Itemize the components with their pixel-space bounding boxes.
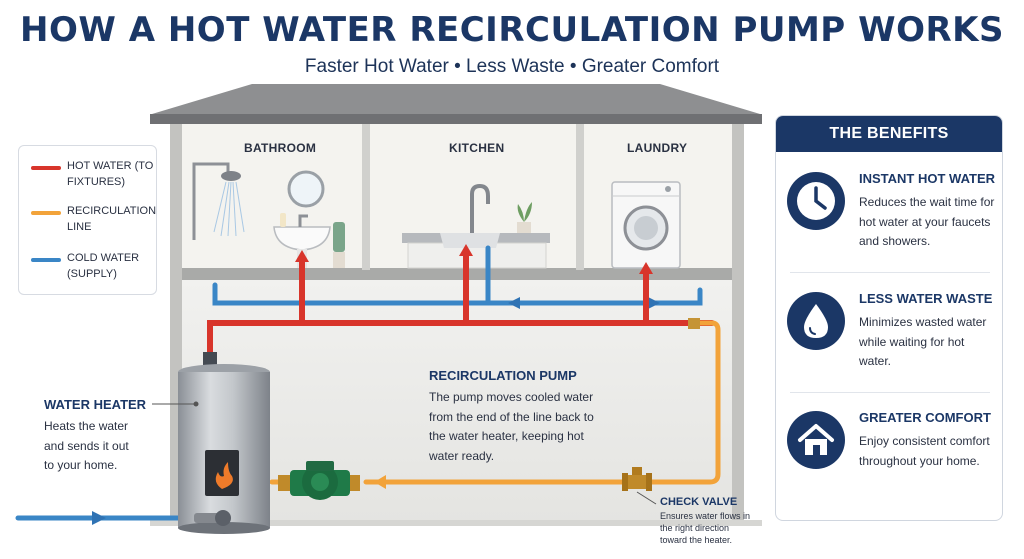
cold-inlet-arrow bbox=[92, 511, 106, 525]
valve-title: CHECK VALVE bbox=[660, 496, 738, 508]
ground bbox=[150, 520, 762, 526]
legend-label-hot: HOT WATER (TO FIXTURES) bbox=[67, 160, 154, 188]
clock-icon bbox=[787, 172, 845, 230]
hot-main-line bbox=[207, 320, 715, 365]
benefit-title: INSTANT HOT WATER bbox=[859, 171, 996, 186]
legend: HOT WATER (TO FIXTURES) RECIRCULATION LI… bbox=[18, 145, 157, 295]
callout-lines bbox=[152, 401, 657, 505]
water-drop-icon bbox=[787, 292, 845, 350]
shower-pipe bbox=[192, 162, 230, 240]
benefits-panel: THE BENEFITS INSTANT HOT WATER Reduces t… bbox=[775, 115, 1003, 521]
flame-icon bbox=[215, 462, 233, 489]
heater-flue bbox=[203, 352, 217, 366]
legend-swatch-recirc bbox=[31, 211, 61, 215]
floor-slab bbox=[170, 268, 744, 280]
kitchen-fixtures bbox=[402, 183, 550, 269]
cold-flow-arrow-1 bbox=[508, 297, 520, 309]
room-label-laundry: LAUNDRY bbox=[627, 141, 688, 155]
legend-swatch-cold bbox=[31, 258, 61, 262]
hot-arrow-laundry bbox=[639, 262, 653, 274]
kitchen-faucet bbox=[470, 183, 490, 233]
legend-swatch-hot bbox=[31, 166, 61, 170]
valve-description: Ensures water flows in the right directi… bbox=[660, 511, 751, 545]
room-label-kitchen: KITCHEN bbox=[449, 141, 505, 155]
recirculation-pump bbox=[278, 461, 360, 500]
partition-1 bbox=[362, 124, 370, 270]
benefit-less-water-waste: LESS WATER WASTE Minimizes wasted water … bbox=[776, 291, 1002, 391]
benefit-divider bbox=[790, 272, 990, 273]
benefit-divider bbox=[790, 392, 990, 393]
hot-arrow-bathroom bbox=[295, 250, 309, 262]
bathroom-faucet bbox=[298, 214, 308, 227]
benefits-header: THE BENEFITS bbox=[776, 116, 1002, 152]
cold-water-lines bbox=[15, 245, 703, 521]
kitchen-pot bbox=[517, 222, 531, 233]
check-valve bbox=[622, 467, 652, 491]
page-subtitle: Faster Hot Water • Less Waste • Greater … bbox=[304, 56, 720, 77]
heater-window bbox=[205, 450, 239, 496]
roof-edge bbox=[150, 114, 762, 124]
pump-title: RECIRCULATION PUMP bbox=[429, 368, 577, 383]
bathroom-fixtures bbox=[192, 162, 345, 268]
shower-spray bbox=[213, 181, 245, 237]
wall-right bbox=[732, 124, 744, 524]
home-icon bbox=[787, 411, 845, 469]
towel bbox=[333, 222, 345, 252]
heater-bottom bbox=[178, 522, 270, 534]
page-title: HOW A HOT WATER RECIRCULATION PUMP WORKS bbox=[20, 10, 1004, 50]
plant-pot bbox=[333, 252, 345, 268]
soap-bottle bbox=[280, 213, 286, 227]
heater-title: WATER HEATER bbox=[44, 397, 147, 412]
roof bbox=[152, 84, 760, 114]
benefit-instant-hot-water: INSTANT HOT WATER Reduces the wait time … bbox=[776, 171, 1002, 271]
kitchen-plant bbox=[517, 202, 532, 222]
hot-water-lines bbox=[207, 249, 715, 365]
benefit-description: Enjoy consistent comfort throughout your… bbox=[859, 434, 990, 468]
benefit-title: LESS WATER WASTE bbox=[859, 291, 993, 306]
heater-description: Heats the water and sends it out to your… bbox=[44, 419, 129, 472]
benefit-description: Minimizes wasted water while waiting for… bbox=[859, 315, 987, 368]
legend-label-recirc: RECIRCULATION LINE bbox=[67, 205, 157, 233]
bathroom-mirror bbox=[287, 170, 325, 208]
recirc-loop bbox=[363, 320, 721, 485]
kitchen-sink bbox=[440, 233, 500, 248]
benefit-greater-comfort: GREATER COMFORT Enjoy consistent comfort… bbox=[776, 410, 1002, 510]
cold-branch-line bbox=[212, 282, 703, 306]
recirc-arrow-right bbox=[374, 475, 386, 489]
hot-arrow-kitchen bbox=[459, 244, 473, 256]
legend-label-cold: COLD WATER (SUPPLY) bbox=[67, 252, 140, 280]
cold-flow-arrow-2 bbox=[648, 297, 660, 309]
water-heater bbox=[178, 352, 270, 534]
partition-2 bbox=[576, 124, 584, 270]
laundry-fixtures bbox=[611, 181, 681, 269]
recirc-fitting bbox=[688, 318, 700, 329]
room-label-bathroom: BATHROOM bbox=[244, 141, 317, 155]
benefit-description: Reduces the wait time for hot water at y… bbox=[859, 195, 995, 248]
pump-description: The pump moves cooled water from the end… bbox=[429, 390, 594, 463]
benefit-title: GREATER COMFORT bbox=[859, 410, 991, 425]
shower-head bbox=[221, 171, 241, 181]
